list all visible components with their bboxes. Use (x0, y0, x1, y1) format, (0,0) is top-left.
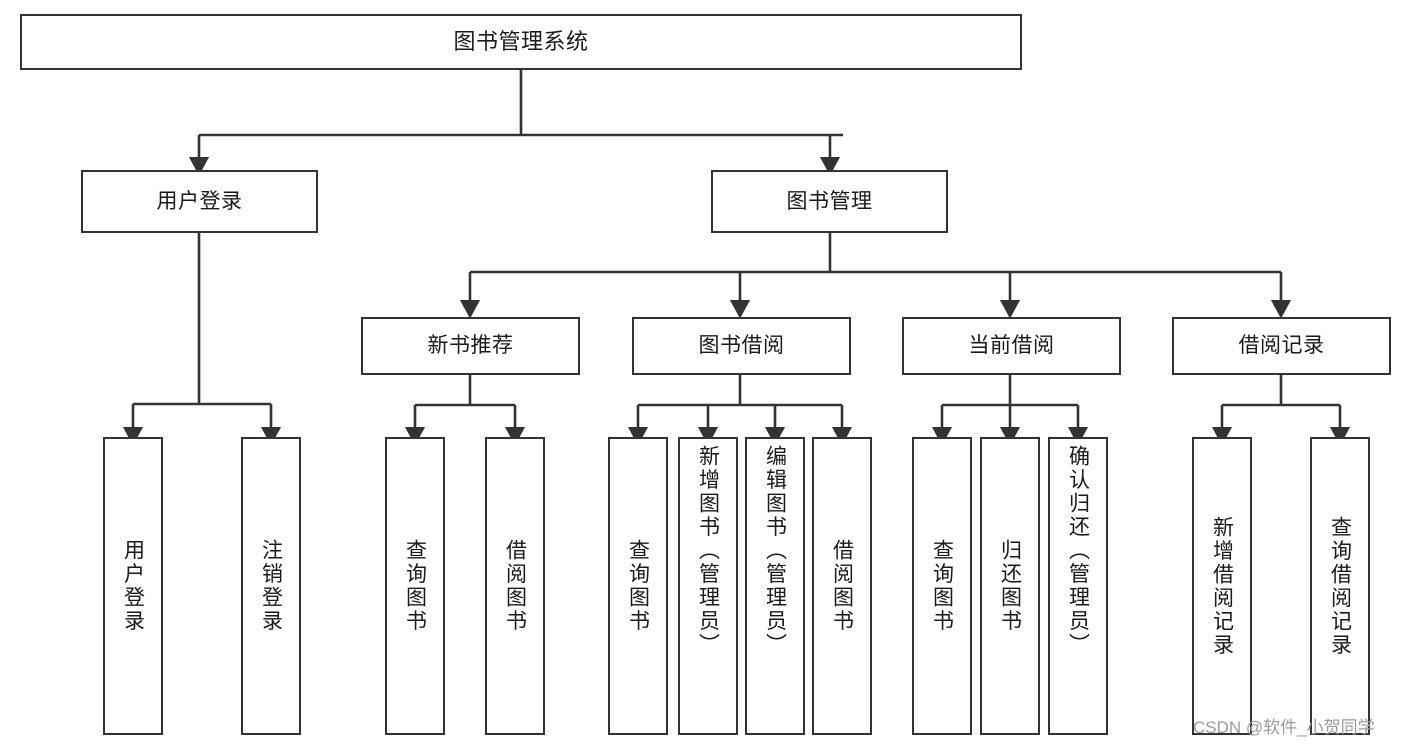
leaf-book-borrow-borrow-book[interactable]: 借阅图书 (812, 437, 872, 735)
node-book-management[interactable]: 图书管理 (711, 170, 948, 233)
leaf-current-borrow-query-book[interactable]: 查询图书 (912, 437, 972, 735)
node-label: 查询图书 (626, 539, 650, 633)
leaf-book-borrow-query-book[interactable]: 查询图书 (608, 437, 668, 735)
leaf-current-borrow-return-book[interactable]: 归还图书 (980, 437, 1040, 735)
node-label: 查询借阅记录 (1328, 515, 1352, 657)
node-label: 图书借阅 (698, 334, 785, 358)
node-label: 编辑图书（管理员） (763, 445, 787, 657)
node-label: 查询图书 (403, 539, 427, 633)
leaf-new-book-query-book[interactable]: 查询图书 (385, 437, 445, 735)
node-borrow-record[interactable]: 借阅记录 (1172, 317, 1391, 375)
leaf-user-login-login[interactable]: 用户登录 (103, 437, 163, 735)
leaf-borrow-record-query-record[interactable]: 查询借阅记录 (1310, 437, 1370, 735)
csdn-watermark: CSDN @软件_小贺同学 (1193, 718, 1375, 737)
leaf-new-book-borrow-book[interactable]: 借阅图书 (485, 437, 545, 735)
node-label: 用户登录 (121, 539, 145, 633)
node-label: 查询图书 (930, 539, 954, 633)
node-book-borrow[interactable]: 图书借阅 (632, 317, 851, 375)
leaf-book-borrow-edit-book-admin[interactable]: 编辑图书（管理员） (745, 437, 805, 735)
node-label: 借阅记录 (1238, 334, 1325, 358)
node-root-book-management-system[interactable]: 图书管理系统 (20, 14, 1022, 70)
node-label: 注销登录 (259, 539, 283, 633)
node-current-borrow[interactable]: 当前借阅 (902, 317, 1121, 375)
node-label: 图书管理系统 (453, 28, 589, 54)
node-label: 借阅图书 (830, 539, 854, 633)
node-label: 新增图书（管理员） (696, 445, 720, 657)
node-label: 用户登录 (156, 189, 243, 213)
node-label: 新书推荐 (427, 334, 514, 358)
node-label: 当前借阅 (968, 334, 1055, 358)
leaf-user-login-logout[interactable]: 注销登录 (241, 437, 301, 735)
node-label: 新增借阅记录 (1210, 515, 1234, 657)
leaf-current-borrow-confirm-return-admin[interactable]: 确认归还（管理员） (1048, 437, 1108, 735)
node-label: 图书管理 (786, 189, 873, 213)
leaf-borrow-record-add-record[interactable]: 新增借阅记录 (1192, 437, 1252, 735)
node-label: 确认归还（管理员） (1066, 445, 1090, 657)
leaf-book-borrow-add-book-admin[interactable]: 新增图书（管理员） (678, 437, 738, 735)
node-user-login[interactable]: 用户登录 (81, 170, 318, 233)
node-label: 借阅图书 (503, 539, 527, 633)
node-label: 归还图书 (998, 539, 1022, 633)
node-new-book-recommend[interactable]: 新书推荐 (361, 317, 580, 375)
